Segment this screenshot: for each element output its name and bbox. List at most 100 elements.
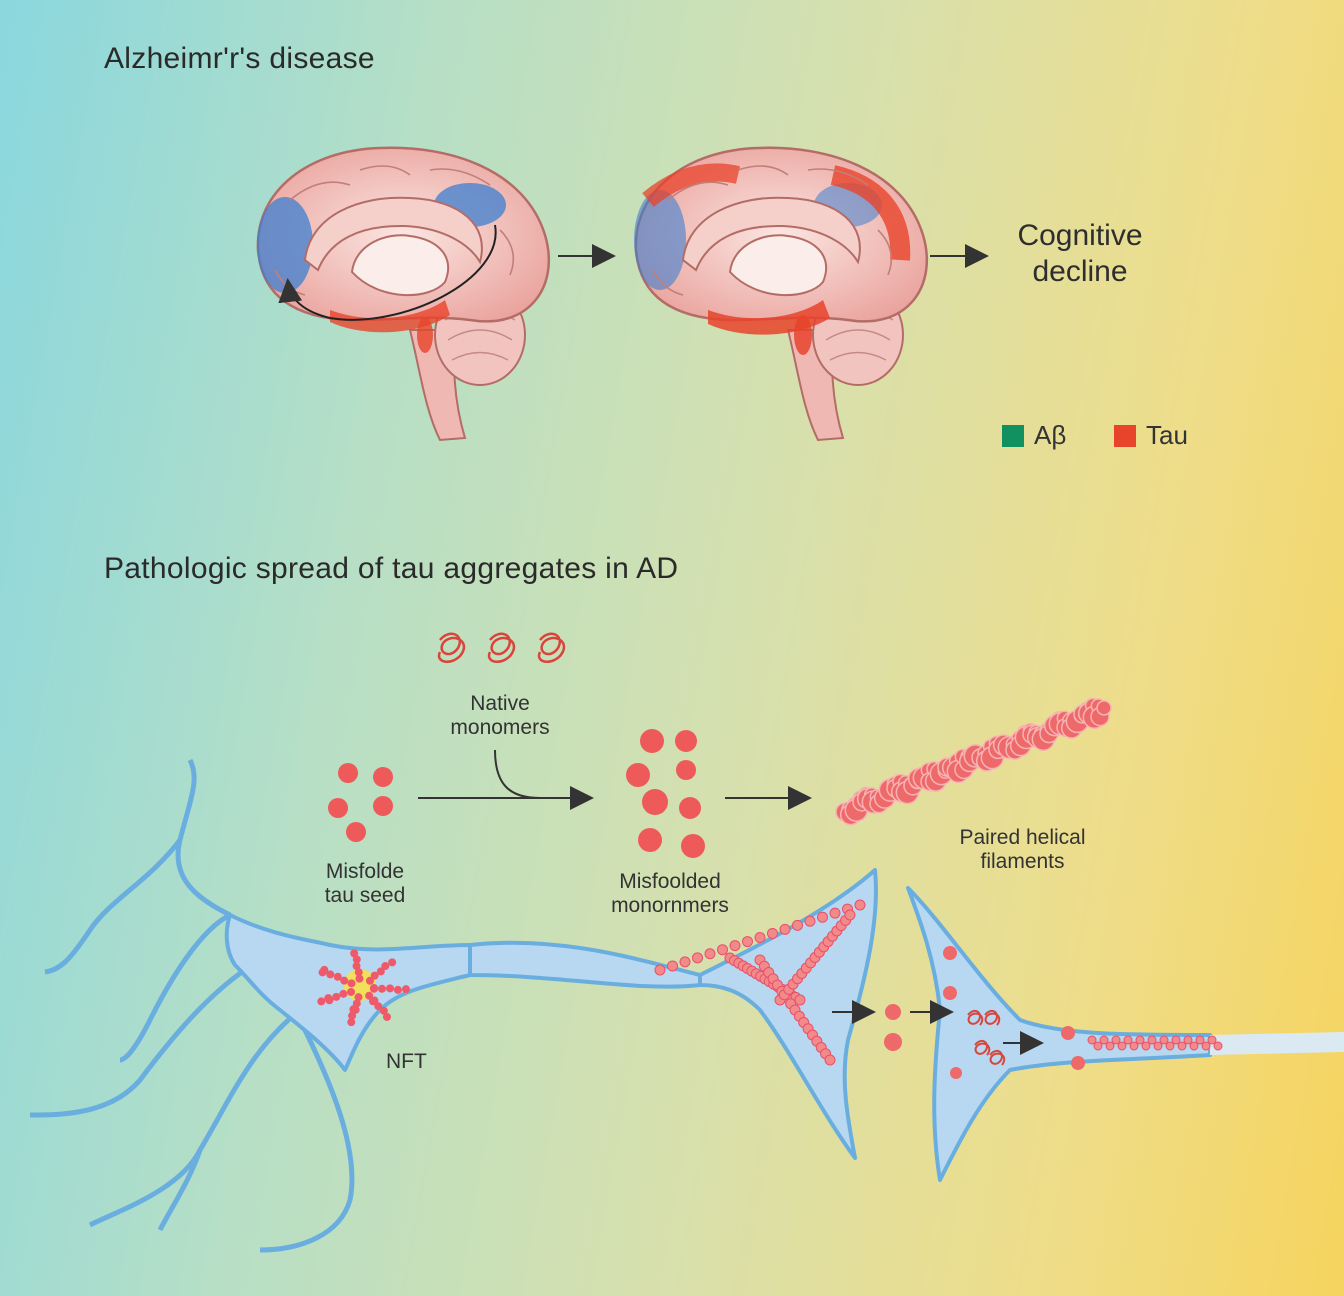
nft-bead xyxy=(370,971,379,980)
aggregate-bead xyxy=(779,923,791,935)
native-monomers-icon xyxy=(437,632,566,664)
nft-bead xyxy=(350,949,359,958)
aggregate-bead xyxy=(667,960,678,972)
brain-late-stage xyxy=(634,146,929,442)
nft-bead xyxy=(347,987,356,996)
aggregate-bead xyxy=(742,936,753,948)
nft-bead xyxy=(352,962,361,971)
axon-aggregate-bead xyxy=(1201,1041,1211,1051)
nft-bead xyxy=(377,984,386,993)
aggregate-bead xyxy=(767,927,778,939)
terminal-aggregates xyxy=(654,899,866,1066)
phf-label: Paired helical filaments xyxy=(930,826,1115,874)
aggregate-bead xyxy=(754,932,766,943)
aggregate-bead xyxy=(717,944,728,956)
seed-line-1: Misfolde xyxy=(325,860,405,883)
aggregate-bead xyxy=(829,907,841,919)
axon-aggregate-bead xyxy=(1195,1035,1205,1045)
axon-aggregate-bead xyxy=(1093,1041,1103,1051)
phf-line-1: Paired helical xyxy=(959,826,1086,849)
axon-aggregate-bead xyxy=(1087,1035,1097,1045)
nft-bead xyxy=(365,991,374,1000)
legend-tau-label: Tau xyxy=(1146,420,1188,450)
nft-bead xyxy=(369,984,378,993)
aggregate-bead xyxy=(729,940,741,952)
aggregate-bead xyxy=(704,948,716,960)
axon-aggregate-bead xyxy=(1213,1041,1223,1051)
legend-abeta: Aβ xyxy=(1002,420,1066,451)
aggregate-bead xyxy=(824,1054,836,1066)
misfolded-monomers-label: Misfoolded monornmers xyxy=(580,870,760,918)
axon-aggregate-bead xyxy=(1117,1041,1127,1051)
phf-line-2: filaments xyxy=(980,850,1065,873)
axon-aggregate-bead xyxy=(1147,1035,1157,1045)
native-line-2: monomers xyxy=(450,716,550,739)
outcome-label: Cognitive decline xyxy=(990,218,1170,290)
axon-continuation xyxy=(1210,1032,1344,1055)
axon-aggregate-bead xyxy=(1177,1041,1187,1051)
nft-bead xyxy=(388,958,397,967)
axon-aggregate-bead xyxy=(1207,1035,1217,1045)
nft-bead xyxy=(352,955,361,964)
nft-bead xyxy=(382,1012,391,1021)
seed-line-2: tau seed xyxy=(324,884,406,907)
legend-abeta-swatch xyxy=(1002,424,1024,447)
axon-aggregate-bead xyxy=(1165,1041,1175,1051)
aggregate-bead xyxy=(792,919,803,931)
nft-bead xyxy=(348,1011,357,1020)
misfolded-line-2: monornmers xyxy=(611,894,729,917)
nft-bead xyxy=(324,994,333,1003)
nft-bead xyxy=(401,985,410,994)
nft-label: NFT xyxy=(386,1050,427,1073)
axon-aggregate-bead xyxy=(1105,1041,1115,1051)
outcome-line-2: decline xyxy=(1032,255,1128,288)
internalized-seeds xyxy=(943,946,1085,1079)
native-tau-in-neuron xyxy=(967,1009,1006,1066)
axon-aggregate-bead xyxy=(1171,1035,1181,1045)
misfolded-monomers-dots xyxy=(626,729,705,858)
nft-bead xyxy=(340,976,349,985)
brain-early-stage xyxy=(256,146,551,442)
nft-bead xyxy=(347,979,356,988)
nft-bead xyxy=(347,1018,356,1027)
aggregate-bead xyxy=(804,915,816,927)
nft-bead xyxy=(379,1006,388,1015)
aggregate-bead xyxy=(794,994,806,1006)
released-seeds xyxy=(884,1004,902,1051)
outcome-line-1: Cognitive xyxy=(1017,219,1143,252)
axon-aggregate-bead xyxy=(1123,1035,1133,1045)
aggregate-bead xyxy=(854,899,866,911)
axon-aggregate-bead xyxy=(1135,1035,1145,1045)
legend-tau-swatch xyxy=(1114,424,1136,447)
nft-bead xyxy=(354,968,363,977)
nft-bead xyxy=(326,970,335,979)
axon-aggregate-bead xyxy=(1099,1035,1109,1045)
axon-aggregate-bead xyxy=(1183,1035,1193,1045)
nft-bead xyxy=(317,997,326,1006)
nft-bead xyxy=(352,999,361,1008)
aggregate-bead xyxy=(817,911,828,923)
nft-bead xyxy=(349,1005,358,1014)
axon-aggregate-bead xyxy=(1153,1041,1163,1051)
native-monomers-label: Native monomers xyxy=(420,692,580,740)
misfolded-tau-seed-dots xyxy=(328,763,393,842)
nft-tangle xyxy=(317,949,410,1027)
misfolded-line-1: Misfoolded xyxy=(619,870,721,893)
legend-tau: Tau xyxy=(1114,420,1188,451)
axon-aggregate-bead xyxy=(1129,1041,1139,1051)
top-title: Alzheimr'r's disease xyxy=(104,42,375,75)
legend-abeta-label: Aβ xyxy=(1034,420,1067,450)
aggregate-bead xyxy=(692,952,703,964)
nft-bead xyxy=(339,989,348,998)
nft-bead xyxy=(376,967,385,976)
nft-bead xyxy=(381,962,390,971)
nft-bead xyxy=(385,984,394,993)
nft-bead xyxy=(333,972,342,981)
native-line-1: Native xyxy=(470,692,530,715)
axon-aggregate-bead xyxy=(1159,1035,1169,1045)
axon-aggregates xyxy=(1087,1035,1223,1051)
aggregate-bead xyxy=(679,956,691,968)
tau-seed-label: Misfolde tau seed xyxy=(285,860,445,908)
nft-bead xyxy=(393,985,402,994)
